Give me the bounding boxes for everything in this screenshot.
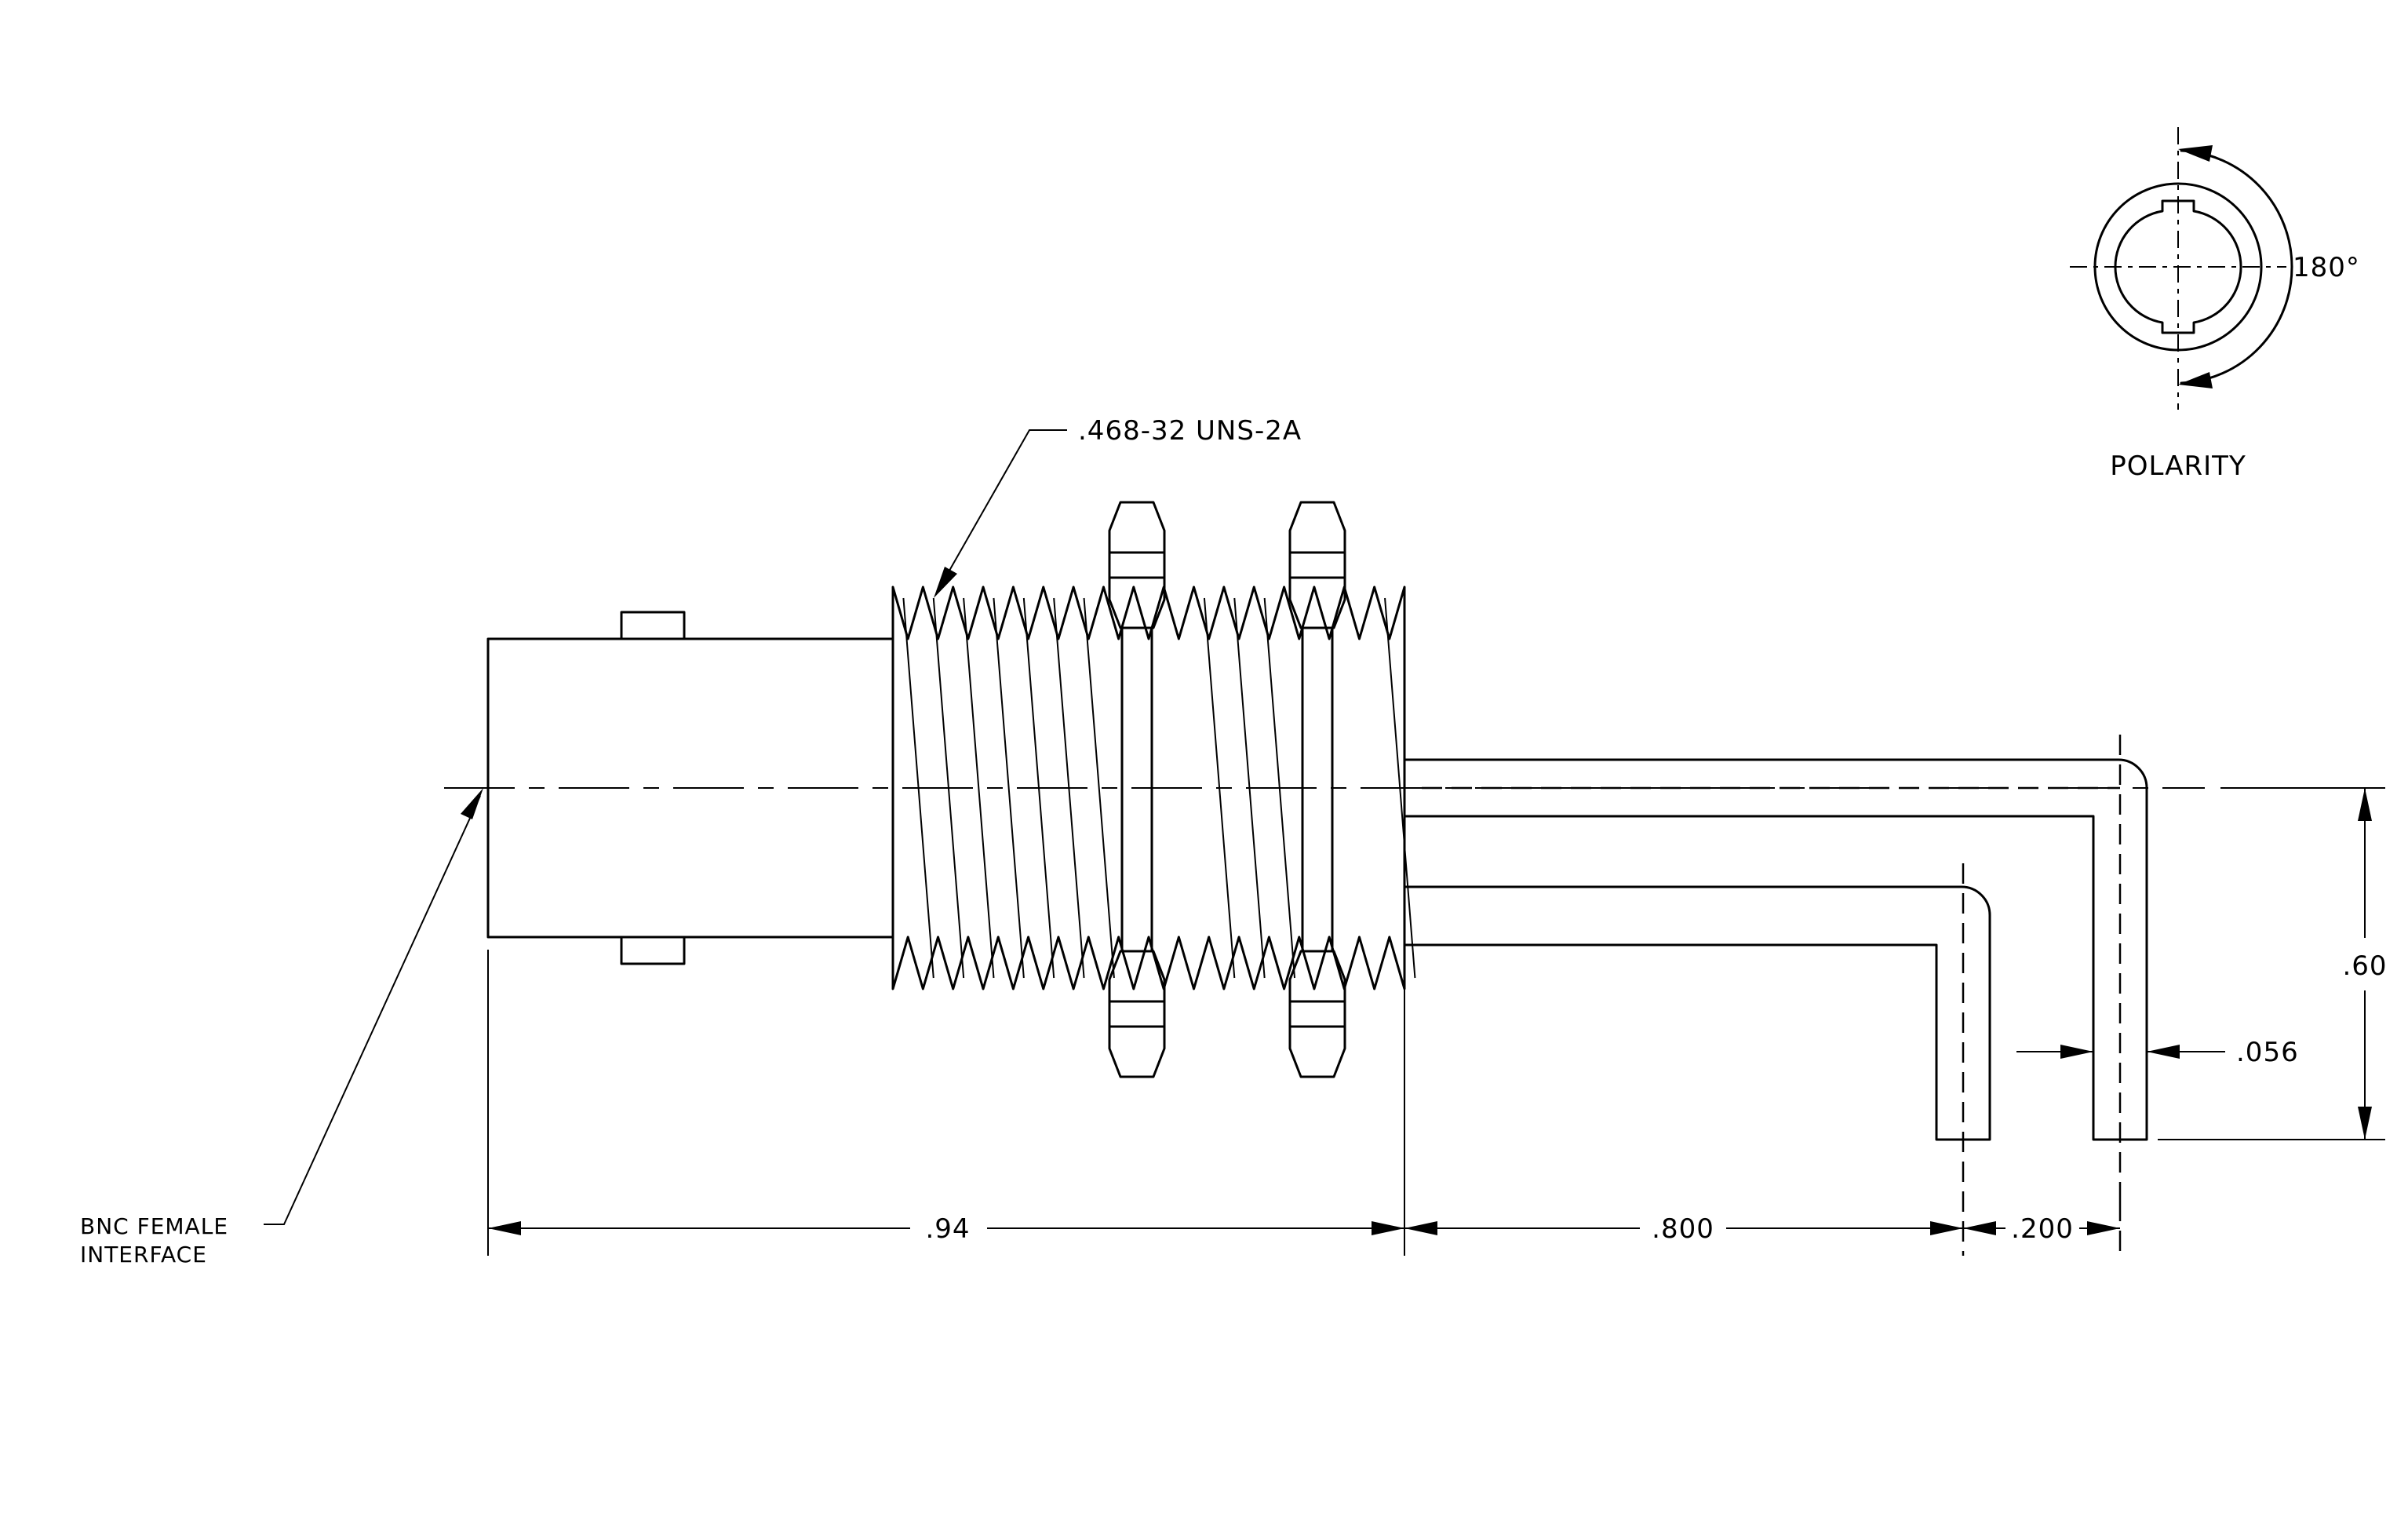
hex-nut-2: [1288, 501, 1346, 1078]
dimension-body-length: .94: [488, 1213, 1404, 1245]
dimension-pin-offset: .800: [1404, 1213, 1963, 1245]
dimension-pin-diameter: .056: [2016, 1037, 2299, 1068]
keyed-socket: [2114, 199, 2242, 334]
hex-nut-1: [1108, 501, 1166, 1078]
dim-pin-spacing-label: .200: [2011, 1213, 2074, 1245]
bayonet-stud-bottom: [620, 936, 686, 965]
thread-helix-line: [993, 597, 1025, 979]
dimension-pin-height: .60: [2342, 788, 2387, 1140]
interface-label-line1: BNC FEMALE: [80, 1213, 228, 1239]
thread-helix-line: [963, 597, 995, 979]
polarity-angle-label: 180°: [2293, 252, 2360, 283]
thread-helix-line: [1083, 597, 1115, 979]
pin-long: [1403, 758, 2148, 1141]
dimension-pin-spacing: .200: [1963, 1213, 2120, 1245]
dim-body-length-label: .94: [925, 1213, 970, 1245]
thread-spec-label: .468-32 UNS-2A: [1078, 415, 1302, 447]
polarity-label: POLARITY: [2110, 450, 2246, 482]
thread-spec-callout: .468-32 UNS-2A: [934, 415, 1302, 598]
interface-label-line2: INTERFACE: [80, 1242, 207, 1268]
dim-pin-diameter-label: .056: [2236, 1037, 2299, 1068]
bayonet-stud-top: [620, 611, 686, 640]
interface-callout: BNC FEMALE INTERFACE: [80, 788, 483, 1268]
dim-pin-height-label: .60: [2342, 950, 2387, 982]
polarity-view: 180° POLARITY: [2070, 127, 2360, 482]
dim-pin-offset-label: .800: [1652, 1213, 1714, 1245]
pin-short: [1403, 885, 1991, 1141]
